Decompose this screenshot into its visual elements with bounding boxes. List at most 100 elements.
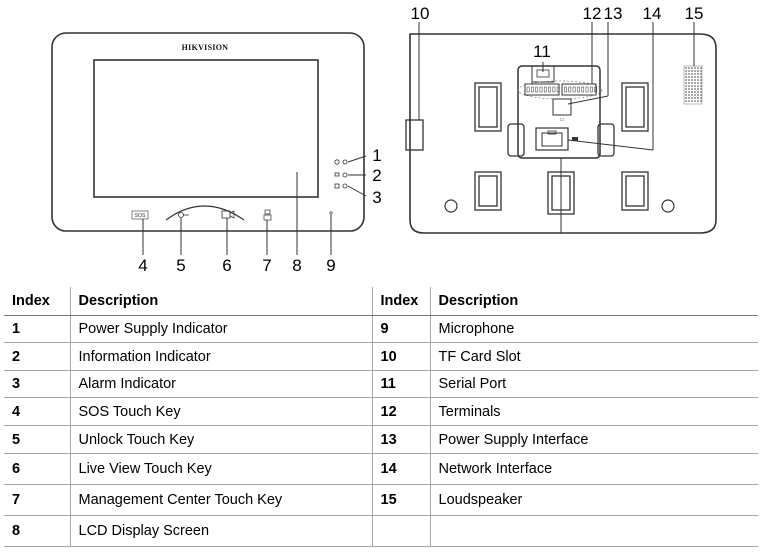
callout-7: 7 (262, 256, 271, 275)
legend-description-cell: Unlock Touch Key (70, 425, 373, 454)
network-interface (535, 127, 569, 151)
mount-block (621, 171, 649, 211)
legend-index-cell: 1 (4, 315, 71, 343)
microphone-icon (329, 211, 333, 215)
legend-description-cell: Loudspeaker (430, 484, 758, 516)
screw-hole (444, 199, 458, 213)
legend-index-cell: 2 (4, 342, 71, 371)
legend-description-cell: Terminals (430, 397, 758, 426)
front-view: HIKVISION SOS (51, 32, 382, 275)
legend-index-cell: 10 (372, 342, 431, 371)
callout-8: 8 (292, 256, 301, 275)
alarm-indicator-icon (334, 183, 340, 189)
legend-index-cell (372, 515, 431, 547)
power-indicator-icon (334, 159, 340, 165)
management-center-key-icon (263, 209, 272, 221)
legend-description-cell: Power Supply Indicator (70, 315, 373, 343)
touch-key-arc (165, 205, 245, 221)
legend-description-cell: Power Supply Interface (430, 425, 758, 454)
legend-index-cell: 8 (4, 515, 71, 547)
brand-logo: HIKVISION (182, 43, 229, 52)
legend-description-cell: Information Indicator (70, 342, 373, 371)
legend-description-cell: LCD Display Screen (70, 515, 373, 547)
index-header: Index (372, 287, 431, 316)
legend-index-cell: 11 (372, 370, 431, 398)
legend-index-cell: 15 (372, 484, 431, 516)
callout-6: 6 (222, 256, 231, 275)
front-housing (51, 32, 365, 232)
legend-description-cell: Alarm Indicator (70, 370, 373, 398)
live-view-key-icon (221, 210, 235, 219)
tf-card-slot (405, 119, 424, 151)
callout-2: 2 (372, 166, 381, 185)
legend-index-cell: 12 (372, 397, 431, 426)
description-header: Description (430, 287, 758, 316)
callout-3: 3 (372, 188, 381, 207)
front-leader-lines (142, 155, 367, 255)
callout-14: 14 (643, 4, 662, 23)
legend-description-cell: TF Card Slot (430, 342, 758, 371)
callout-12: 12 (583, 4, 602, 23)
mount-block (474, 171, 502, 211)
indicator-lights (334, 159, 348, 189)
legend-index-cell: 7 (4, 484, 71, 516)
alarm-indicator-light (342, 183, 348, 189)
power-indicator-light (342, 159, 348, 165)
network-led-icon (572, 137, 578, 141)
loudspeaker-grille (683, 65, 703, 105)
screw-hole (661, 199, 675, 213)
diagram-svg: HIKVISION SOS (51, 4, 717, 275)
unlock-key-icon (178, 212, 189, 218)
legend-index-cell: 13 (372, 425, 431, 454)
legend-description-cell: Serial Port (430, 370, 758, 398)
sos-key-label: SOS (135, 213, 146, 219)
mount-block (621, 82, 649, 132)
interface-module (517, 65, 601, 159)
callout-4: 4 (138, 256, 147, 275)
legend-description-cell: Management Center Touch Key (70, 484, 373, 516)
legend-description-cell: Network Interface (430, 453, 758, 485)
terminals (517, 80, 603, 100)
callout-15: 15 (685, 4, 704, 23)
callout-5: 5 (176, 256, 185, 275)
legend-index-cell: 4 (4, 397, 71, 426)
legend-description-cell (430, 515, 758, 547)
power-supply-interface (552, 98, 572, 116)
legend-index-cell: 5 (4, 425, 71, 454)
index-header: Index (4, 287, 71, 316)
legend-description-cell: Live View Touch Key (70, 453, 373, 485)
legend-header-row: Index Description Index Description (4, 287, 758, 316)
callout-11: 11 (533, 42, 551, 61)
rear-view: ▭ 10 11 12 13 14 15 (405, 4, 717, 234)
legend-index-cell: 3 (4, 370, 71, 398)
lcd-screen (93, 59, 319, 198)
rear-leader-lines (418, 22, 695, 233)
device-diagram: HIKVISION SOS (51, 4, 717, 275)
legend-index-cell: 6 (4, 453, 71, 485)
information-indicator-icon (334, 172, 340, 177)
legend-description-cell: Microphone (430, 315, 758, 343)
rear-housing (409, 33, 717, 234)
power-interface-mark: ▭ (560, 117, 565, 123)
description-header: Description (70, 287, 373, 316)
information-indicator-light (342, 172, 348, 178)
callout-1: 1 (372, 146, 381, 165)
callout-10: 10 (411, 4, 430, 23)
callout-9: 9 (326, 256, 335, 275)
mounting-blocks (474, 82, 649, 215)
legend-index-cell: 9 (372, 315, 431, 343)
mount-block (474, 82, 502, 132)
legend-index-cell: 14 (372, 453, 431, 485)
legend-description-cell: SOS Touch Key (70, 397, 373, 426)
callout-13: 13 (604, 4, 623, 23)
sos-key-icon (131, 210, 149, 220)
